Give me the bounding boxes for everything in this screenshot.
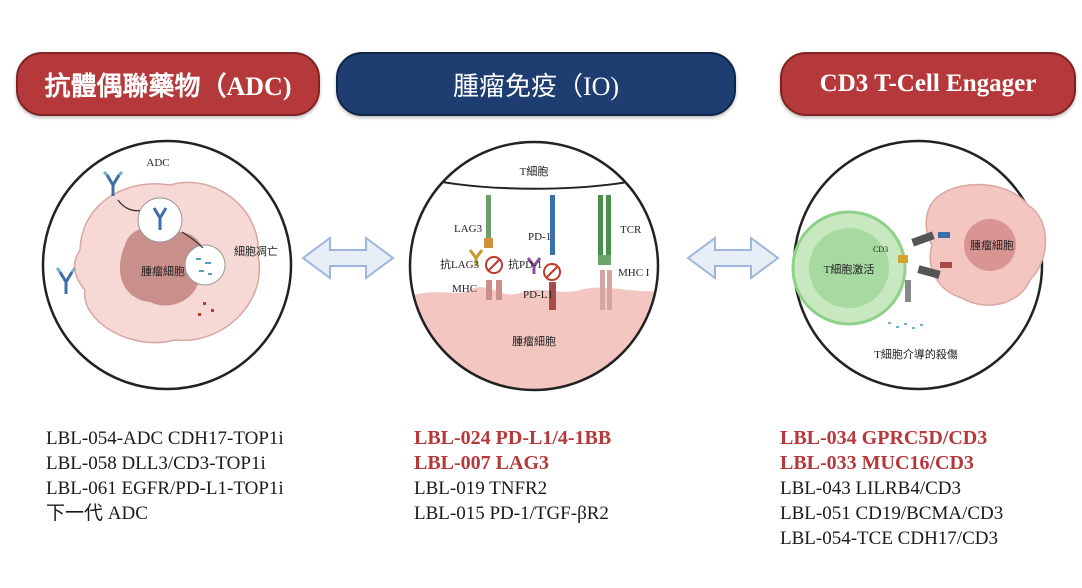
io-lag3-label: LAG3 <box>454 223 483 235</box>
antibody-icon <box>102 170 124 196</box>
tce-cd3-label: CD3 <box>873 245 888 254</box>
adc-diagram: 腫瘤細胞 ADC 細胞凋亡 <box>41 139 293 391</box>
adc-label: ADC <box>146 157 169 169</box>
io-anti-lag3-label: 抗LAG3 <box>440 257 480 271</box>
tce-title: CD3 T-Cell Engager <box>780 52 1076 116</box>
double-arrow-icon <box>686 236 780 280</box>
pipeline-item: LBL-019 TNFR2 <box>414 478 548 499</box>
tce-killing-label: T細胞介導的殺傷 <box>874 347 958 361</box>
adc-tumor-label: 腫瘤細胞 <box>141 264 185 278</box>
tce-diagram: T細胞激活 腫瘤細胞 CD3 T細胞介導的殺傷 <box>791 139 1047 391</box>
adc-apoptosis-label: 細胞凋亡 <box>234 244 278 258</box>
bispecific-antibody-icon <box>898 231 952 302</box>
pipeline-item: LBL-054-TCE CDH17/CD3 <box>780 528 998 549</box>
pipeline-item: LBL-054-ADC CDH17-TOP1i <box>46 428 284 449</box>
io-anti-pd1-label: 抗PD-1 <box>508 257 542 271</box>
io-title: 腫瘤免疫（IO) <box>336 52 736 116</box>
io-mhc1-label: MHC I <box>618 267 650 279</box>
pipeline-item: LBL-024 PD-L1/4-1BB <box>414 427 612 449</box>
pipeline-item: LBL-043 LILRB4/CD3 <box>780 478 962 499</box>
pipeline-item: LBL-058 DLL3/CD3-TOP1i <box>46 453 266 474</box>
tce-tcell-label: T細胞激活 <box>824 262 875 276</box>
io-tumor-label: 腫瘤細胞 <box>512 334 556 348</box>
io-pd1-label: PD-1 <box>528 231 551 243</box>
antibody-icon <box>55 267 77 294</box>
pipeline-item: LBL-033 MUC16/CD3 <box>780 452 974 474</box>
pipeline-item: LBL-051 CD19/BCMA/CD3 <box>780 503 1004 524</box>
adc-tumor-nucleus <box>119 226 205 306</box>
tce-tumor-label: 腫瘤細胞 <box>970 238 1014 252</box>
io-tcell-label: T細胞 <box>520 165 549 178</box>
pipeline-item: LBL-015 PD-1/TGF-βR2 <box>414 503 609 524</box>
pipeline-item: LBL-061 EGFR/PD-L1-TOP1i <box>46 478 284 499</box>
granule-icon <box>888 322 923 329</box>
pipeline-item: 下一代 ADC <box>46 503 148 524</box>
pipeline-item: LBL-034 GPRC5D/CD3 <box>780 427 988 449</box>
io-tcr-label: TCR <box>620 224 642 236</box>
io-pdl1-label: PD-L1 <box>523 289 553 301</box>
pipeline-item: LBL-007 LAG3 <box>414 452 550 474</box>
lysosome-icon <box>184 244 226 286</box>
antibody-internalized-icon <box>152 207 168 230</box>
io-diagram: T細胞 LAG3 抗LAG3 MHC PD-1 抗PD-1 PD-L1 TCR … <box>408 140 660 392</box>
io-mhc-label: MHC <box>452 283 477 295</box>
double-arrow-icon <box>301 236 395 280</box>
adc-title: 抗體偶聯藥物（ADC) <box>16 52 320 116</box>
